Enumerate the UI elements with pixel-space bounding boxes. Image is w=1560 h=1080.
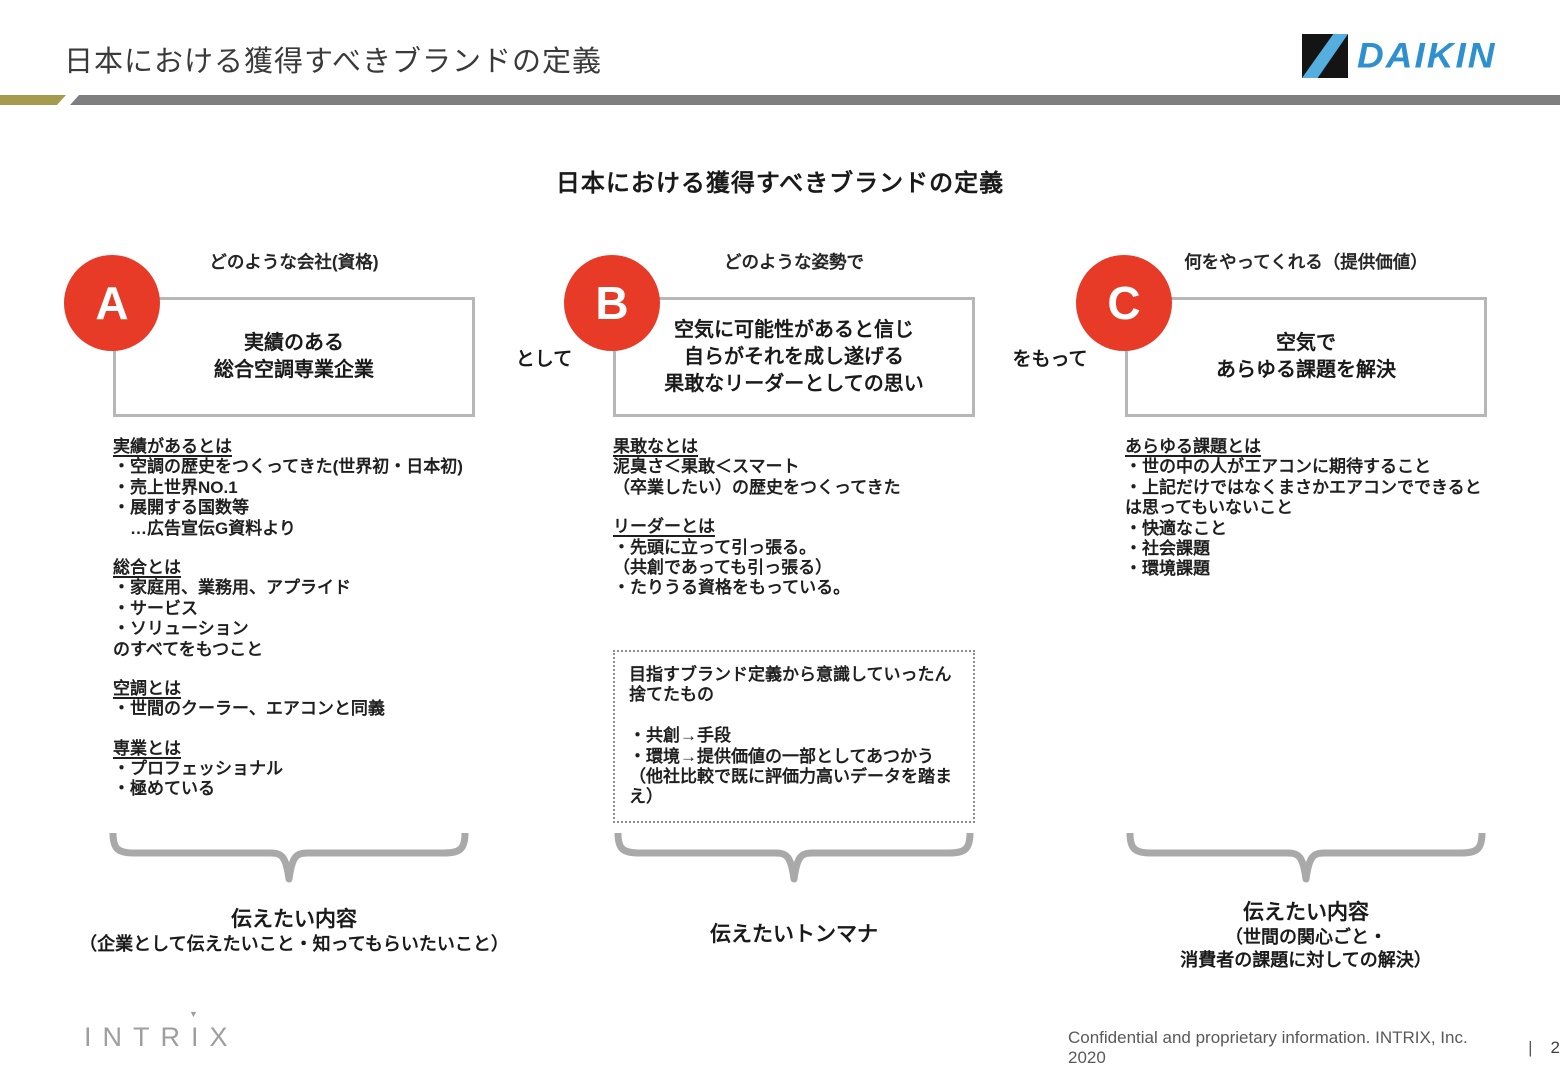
daikin-wordmark: DAIKIN — [1357, 35, 1497, 76]
note-body: ・家庭用、業務用、アプライド ・サービス ・ソリューション のすべてをもつこと — [113, 578, 351, 659]
note-block: 果敢なとは 泥臭さ＜果敢＜スマート （卒業したい）の歴史をつくってきた — [613, 437, 1025, 498]
column-c-header: 何をやってくれる（提供価値） — [1184, 252, 1428, 272]
column-b-dotted-note-box: 目指すブランド定義から意識していったん 捨てたもの ・共創→手段 ・環境→提供価… — [613, 650, 975, 823]
bottom-label-sub: （企業として伝えたいこと・知ってもらいたいこと） — [79, 934, 509, 954]
note-body: 泥臭さ＜果敢＜スマート （卒業したい）の歴史をつくってきた — [613, 457, 901, 497]
column-b-header: どのような姿勢で — [724, 252, 864, 272]
bottom-label-sub: （世間の関心ごと・ 消費者の課題に対しての解決） — [1180, 927, 1432, 970]
footer-right: Confidential and proprietary information… — [1068, 1028, 1560, 1068]
note-heading: 実績があるとは — [113, 437, 232, 456]
daikin-logo: DAIKIN — [1302, 34, 1496, 78]
column-a-definition-text: 実績のある 総合空調専業企業 — [214, 332, 374, 381]
bottom-label-title: 伝えたい内容 — [1243, 901, 1369, 924]
note-heading: 果敢なとは — [613, 437, 698, 456]
column-c-definition-box: 空気で あらゆる課題を解決 — [1125, 297, 1487, 417]
column-b-notes: 果敢なとは 泥臭さ＜果敢＜スマート （卒業したい）の歴史をつくってきた リーダー… — [613, 437, 1025, 618]
daikin-mark-icon — [1302, 34, 1348, 78]
note-block: 空調とは ・世間のクーラー、エアコンと同義 — [113, 679, 525, 720]
column-b-bottom-label: 伝えたいトンマナ — [534, 918, 1054, 948]
footer-separator: | — [1528, 1038, 1533, 1057]
note-block: 専業とは ・プロフェッショナル ・極めている — [113, 739, 525, 800]
column-a-bottom-label: 伝えたい内容 （企業として伝えたいこと・知ってもらいたいこと） — [34, 903, 554, 956]
note-body: ・先頭に立って引っ張る。 （共創であっても引っ張る） ・たりうる資格をもっている… — [613, 537, 851, 598]
note-body: ・世間のクーラー、エアコンと同義 — [113, 699, 385, 719]
column-a-header: どのような会社(資格) — [209, 252, 379, 272]
badge-c-circle: C — [1076, 255, 1172, 351]
intrix-logo-i-letter: I — [191, 1022, 210, 1052]
badge-a-circle: A — [64, 255, 160, 351]
confidential-text: Confidential and proprietary information… — [1068, 1028, 1468, 1067]
accent-bar-gold-segment — [0, 95, 66, 105]
brace-a — [109, 832, 469, 883]
note-heading: 専業とは — [113, 738, 181, 758]
note-heading: 空調とは — [113, 678, 181, 698]
intrix-logo-i: I▼ — [189, 1009, 210, 1053]
note-heading: リーダーとは — [613, 517, 715, 537]
note-body: ・空調の歴史をつくってきた(世界初・日本初) ・売上世界NO.1 ・展開する国数… — [113, 457, 463, 538]
page-number: 2 — [1550, 1038, 1560, 1057]
note-block: 総合とは ・家庭用、業務用、アプライド ・サービス ・ソリューション のすべてを… — [113, 558, 525, 660]
column-c-notes: あらゆる課題とは ・世の中の人がエアコンに期待すること ・上記だけではなくまさか… — [1125, 437, 1537, 599]
brace-b — [614, 832, 974, 883]
accent-bar-gray-segment — [70, 95, 1560, 105]
page-title: 日本における獲得すべきブランドの定義 — [64, 46, 602, 78]
note-block: 実績があるとは ・空調の歴史をつくってきた(世界初・日本初) ・売上世界NO.1… — [113, 437, 525, 539]
connector-a-to-b: として — [515, 349, 573, 370]
note-heading: あらゆる課題とは — [1125, 437, 1261, 456]
brace-c — [1126, 832, 1486, 883]
note-block: あらゆる課題とは ・世の中の人がエアコンに期待すること ・上記だけではなくまさか… — [1125, 437, 1537, 580]
note-block: リーダーとは ・先頭に立って引っ張る。 （共創であっても引っ張る） ・たりうる資… — [613, 517, 1025, 599]
intrix-logo: INTRI▼X — [84, 1009, 239, 1053]
note-body: ・世の中の人がエアコンに期待すること ・上記だけではなくまさかエアコンでできると… — [1125, 457, 1482, 579]
daikin-triangle-icon — [1302, 34, 1348, 78]
column-a-definition-box: 実績のある 総合空調専業企業 — [113, 297, 475, 417]
note-body: ・プロフェッショナル ・極めている — [113, 759, 283, 799]
column-c-bottom-label: 伝えたい内容 （世間の関心ごと・ 消費者の課題に対しての解決） — [1046, 896, 1560, 971]
column-a-notes: 実績があるとは ・空調の歴史をつくってきた(世界初・日本初) ・売上世界NO.1… — [113, 437, 525, 819]
center-heading: 日本における獲得すべきブランドの定義 — [555, 170, 1005, 197]
connector-b-to-c: をもって — [1012, 349, 1088, 370]
accent-bar — [0, 95, 1560, 105]
intrix-logo-suffix: X — [209, 1022, 239, 1052]
bottom-label-title: 伝えたいトンマナ — [710, 923, 878, 946]
intrix-triangle-icon: ▼ — [189, 1009, 198, 1019]
intrix-logo-prefix: INTR — [84, 1022, 191, 1052]
bottom-label-title: 伝えたい内容 — [231, 908, 357, 931]
column-c-definition-text: 空気で あらゆる課題を解決 — [1216, 332, 1396, 381]
badge-b-circle: B — [564, 255, 660, 351]
column-b-definition-text: 空気に可能性があると信じ 自らがそれを成し遂げる 果敢なリーダーとしての思い — [664, 318, 924, 395]
note-heading: 総合とは — [113, 557, 181, 577]
column-b-definition-box: 空気に可能性があると信じ 自らがそれを成し遂げる 果敢なリーダーとしての思い — [613, 297, 975, 417]
